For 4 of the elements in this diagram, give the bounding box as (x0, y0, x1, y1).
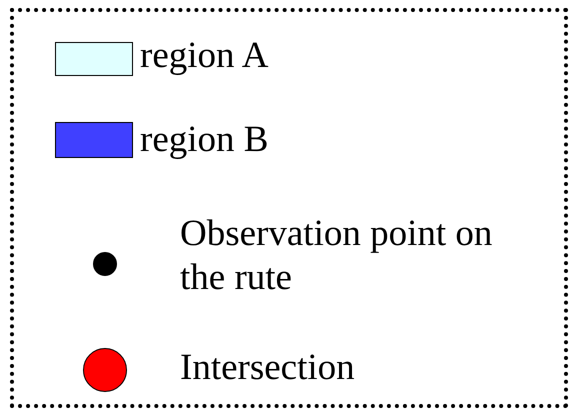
legend-label: Observation point on the rute (180, 212, 494, 300)
legend-label: region B (140, 118, 270, 162)
legend-label: region A (140, 34, 270, 78)
legend-label: Intersection (180, 346, 356, 390)
